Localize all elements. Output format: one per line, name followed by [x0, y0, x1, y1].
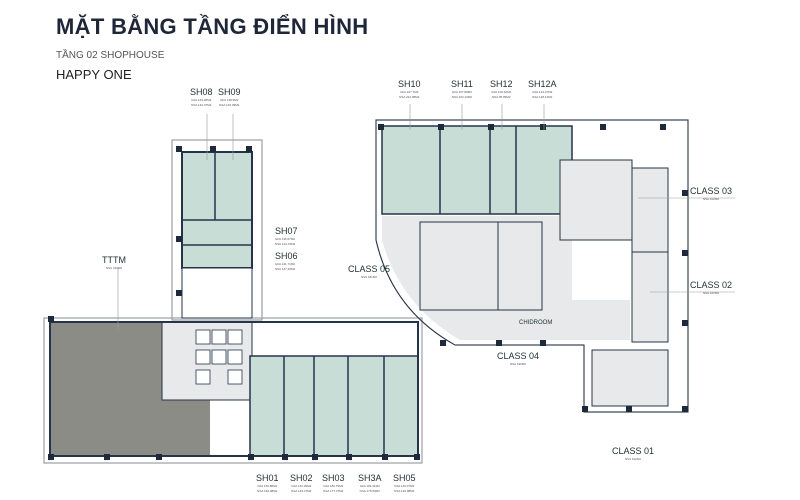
unit-sh08-sh09-area[interactable] [182, 152, 252, 268]
class-03-area[interactable] [631, 167, 669, 253]
tttm-area[interactable] [50, 322, 162, 456]
class-01-area[interactable] [591, 349, 669, 407]
project-name: HAPPY ONE [56, 67, 132, 82]
floor-subtitle: TẦNG 02 SHOPHOUSE [56, 50, 165, 61]
class-02-area[interactable] [631, 251, 669, 343]
units-sh01-sh05-area[interactable] [250, 356, 418, 456]
class-04-area[interactable] [497, 221, 543, 311]
label-chidroom: CHIDROOM [519, 320, 553, 326]
units-sh10-sh12a-area[interactable] [382, 126, 572, 214]
class-05-area[interactable] [419, 221, 499, 311]
page-title: MẶT BẰNG TẦNG ĐIỂN HÌNH [56, 14, 369, 39]
